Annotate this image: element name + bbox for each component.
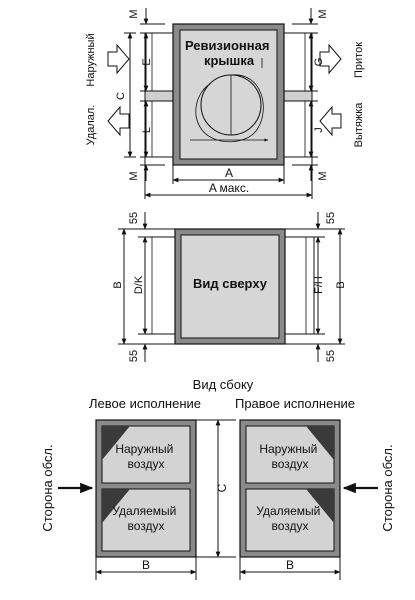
dim-55-top-left: 55 xyxy=(128,212,140,224)
right-upper-line1: Наружный xyxy=(259,442,317,456)
left-version-title: Левое исполнение xyxy=(89,396,201,411)
side-view: Вид сбоку Левое исполнение Правое исполн… xyxy=(40,377,395,580)
cover-label-line1: Ревизионная xyxy=(185,38,269,53)
left-upper-line1: Наружный xyxy=(115,442,173,456)
left-lower-line2: воздух xyxy=(127,519,164,533)
exhaust-air-arrow xyxy=(107,105,130,137)
dim-dk: D/K xyxy=(133,275,145,294)
dim-m-bottom-left: M xyxy=(128,171,140,180)
service-side-left-label: Сторона обсл. xyxy=(40,444,55,531)
right-lower-text: Удаляемый воздух xyxy=(256,504,323,533)
supply-air-arrow xyxy=(319,43,342,75)
dim-g: G xyxy=(313,58,325,67)
dim-55-top-right: 55 xyxy=(325,212,337,224)
dim-m-bottom-right: M xyxy=(317,171,329,180)
outdoor-air-arrow xyxy=(107,43,130,75)
dim-55-bottom-right: 55 xyxy=(325,350,337,362)
right-upper-text: Наружный воздух xyxy=(259,442,320,471)
duct-right-lower xyxy=(283,100,313,158)
dim-e: E xyxy=(141,58,153,65)
dim-c: C xyxy=(115,92,127,100)
dim-c-side: C xyxy=(215,483,229,492)
right-lower-line2: воздух xyxy=(271,519,308,533)
extract-label: Вытяжка xyxy=(353,102,365,148)
duct-left-lower xyxy=(144,100,174,158)
dim-55-bottom-left: 55 xyxy=(128,350,140,362)
side-view-title: Вид сбоку xyxy=(193,377,254,392)
dim-m-top-right: M xyxy=(317,9,329,18)
exhaust-label: Удалал. xyxy=(85,105,97,146)
middle-view: Вид сверху 55 55 B D/K 55 55 F/H B xyxy=(112,212,347,362)
dim-b-middle-left: B xyxy=(112,281,124,288)
dim-a: A xyxy=(225,166,233,180)
left-lower-text: Удаляемый воздух xyxy=(112,504,179,533)
top-view: Ревизионная крышка Наружный Удалал. Прит… xyxy=(85,8,365,199)
left-lower-line1: Удаляемый xyxy=(112,504,176,518)
duct-left xyxy=(144,236,176,335)
dim-j: J xyxy=(313,127,325,133)
left-upper-text: Наружный воздух xyxy=(115,442,176,471)
cover-label-line2: крышка xyxy=(204,53,255,68)
right-upper-line2: воздух xyxy=(271,457,308,471)
dim-b-left-side: B xyxy=(142,558,150,572)
dim-l: L xyxy=(141,127,153,133)
duct-right xyxy=(283,236,315,335)
supply-label: Приток xyxy=(353,42,365,78)
inspection-cover-label: Ревизионная крышка xyxy=(185,38,273,68)
dim-a-max: A макс. xyxy=(209,181,249,195)
dim-b-right-side: B xyxy=(286,558,294,572)
left-upper-line2: воздух xyxy=(127,457,164,471)
top-view-panel xyxy=(180,234,280,339)
right-lower-line1: Удаляемый xyxy=(256,504,320,518)
right-version-title: Правое исполнение xyxy=(235,396,355,411)
extract-air-arrow xyxy=(319,105,342,137)
dim-fh: F/H xyxy=(313,276,325,294)
service-side-right-label: Сторона обсл. xyxy=(380,444,395,531)
duct-right-upper xyxy=(283,32,313,92)
top-view-label: Вид сверху xyxy=(193,276,268,291)
dim-m-top-left: M xyxy=(128,9,140,18)
dim-b-middle-right: B xyxy=(335,281,347,288)
outdoor-label: Наружный xyxy=(85,33,97,86)
